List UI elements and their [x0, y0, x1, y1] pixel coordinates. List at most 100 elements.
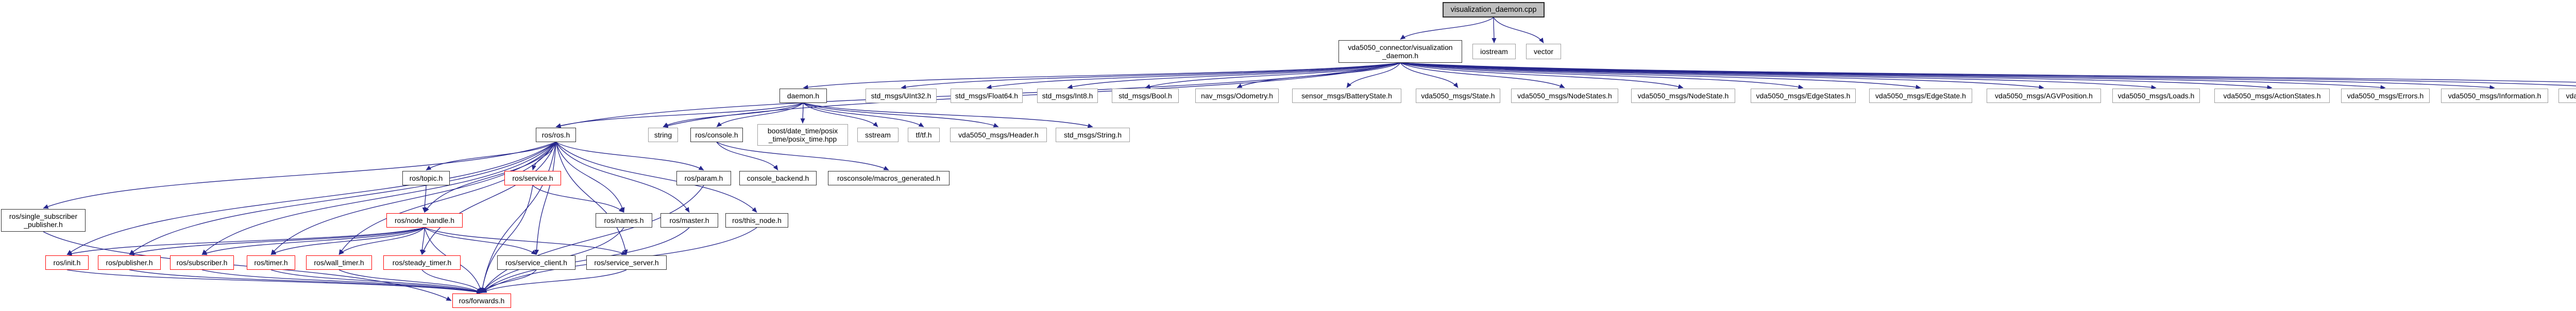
edge-service-to-forwards: [480, 185, 533, 293]
graph-node-subscriber[interactable]: ros/subscriber.h: [170, 255, 234, 270]
edge-viz_h-to-loads: [1400, 62, 2157, 90]
edge-ros_h-to-param: [555, 142, 704, 171]
edge-viz_h-to-uint32: [901, 62, 1401, 90]
edge-daemon_h-to-string_msg: [803, 102, 1093, 128]
edge-daemon_h-to-console_h: [716, 102, 804, 127]
graph-node-string-msg[interactable]: std_msgs/String.h: [1056, 128, 1130, 142]
graph-node-vector[interactable]: vector: [1526, 44, 1561, 59]
graph-node-header-h[interactable]: vda5050_msgs/Header.h: [950, 128, 1047, 142]
edge-node_handle-to-wall_timer: [338, 227, 425, 255]
edge-viz_h-to-information: [1400, 62, 2495, 90]
edge-node_handle-to-subscriber: [201, 227, 425, 255]
edge-viz_h-to-agvposition: [1400, 62, 2044, 90]
edge-ros_h-to-single_sub: [43, 142, 556, 209]
graph-node-node-handle[interactable]: ros/node_handle.h: [386, 213, 463, 228]
graph-node-viz-h[interactable]: vda5050_connector/visualization _daemon.…: [1338, 40, 1462, 63]
graph-node-nodestate[interactable]: vda5050_msgs/NodeState.h: [1631, 89, 1735, 103]
edge-ros_h-to-timer: [270, 142, 556, 255]
edge-node_handle-to-publisher: [129, 227, 425, 256]
graph-node-loads[interactable]: vda5050_msgs/Loads.h: [2112, 89, 2200, 103]
graph-node-service[interactable]: ros/service.h: [504, 171, 561, 185]
edge-viz_h-to-errors: [1400, 62, 2386, 90]
graph-node-console-backend[interactable]: console_backend.h: [739, 171, 817, 185]
graph-node-service-server[interactable]: ros/service_server.h: [586, 255, 667, 270]
graph-node-iostream[interactable]: iostream: [1472, 44, 1516, 59]
edge-viz_h-to-float64: [986, 62, 1401, 90]
graph-node-string[interactable]: string: [648, 128, 678, 142]
graph-node-state[interactable]: vda5050_msgs/State.h: [1416, 89, 1500, 103]
graph-node-information[interactable]: vda5050_msgs/Information.h: [2441, 89, 2548, 103]
edge-service-to-names: [532, 185, 624, 213]
graph-node-macros-gen[interactable]: rosconsole/macros_generated.h: [828, 171, 950, 185]
edge-master-to-forwards: [481, 227, 690, 293]
graph-node-edgestates[interactable]: vda5050_msgs/EdgeStates.h: [1751, 89, 1856, 103]
graph-node-steady-timer[interactable]: ros/steady_timer.h: [383, 255, 461, 270]
graph-node-float64[interactable]: std_msgs/Float64.h: [951, 89, 1023, 103]
edge-timer-to-forwards: [270, 269, 482, 293]
edge-subscriber-to-forwards: [201, 269, 482, 294]
edge-publisher-to-forwards: [129, 269, 482, 295]
edge-ros_h-to-names: [555, 142, 625, 213]
edge-node_handle-to-service_server: [424, 227, 627, 255]
graph-node-viz-cpp: visualization_daemon.cpp: [1443, 2, 1545, 18]
edge-viz_h-to-edgestates: [1400, 62, 1804, 90]
graph-node-forwards[interactable]: ros/forwards.h: [452, 293, 511, 308]
edge-viz_h-to-visualization: [1400, 62, 2576, 83]
graph-node-single-sub[interactable]: ros/single_subscriber _publisher.h: [1, 209, 86, 232]
graph-node-actionstates[interactable]: vda5050_msgs/ActionStates.h: [2214, 89, 2330, 103]
edge-node_handle-to-steady_timer: [419, 227, 425, 255]
graph-node-nodestates[interactable]: vda5050_msgs/NodeStates.h: [1511, 89, 1618, 103]
edge-ros_h-to-wall_timer: [338, 142, 556, 255]
edge-ros_h-to-service_server: [555, 142, 628, 255]
edge-viz_h-to-int8: [1067, 62, 1401, 89]
edge-daemon_h-to-sstream: [803, 102, 878, 127]
graph-node-topic[interactable]: ros/topic.h: [402, 171, 450, 185]
graph-node-int8[interactable]: std_msgs/Int8.h: [1037, 89, 1098, 103]
edge-viz_h-to-nodestates: [1400, 62, 1565, 89]
edge-viz_cpp-to-viz_h: [1400, 17, 1494, 40]
graph-node-daemon-h[interactable]: daemon.h: [779, 89, 827, 103]
graph-node-this-node[interactable]: ros/this_node.h: [725, 213, 788, 228]
edge-ros_h-to-forwards: [480, 142, 556, 293]
edge-daemon_h-to-header_h: [803, 102, 999, 128]
graph-node-errors[interactable]: vda5050_msgs/Errors.h: [2341, 89, 2430, 103]
graph-node-master[interactable]: ros/master.h: [660, 213, 718, 228]
edge-viz_h-to-actionstates: [1400, 62, 2273, 90]
graph-node-service-client[interactable]: ros/service_client.h: [497, 255, 575, 270]
edge-ros_h-to-node_handle: [424, 142, 556, 213]
graph-node-init[interactable]: ros/init.h: [45, 255, 89, 270]
edge-viz_cpp-to-vector: [1493, 17, 1544, 43]
edge-ros_h-to-subscriber: [201, 142, 556, 255]
edge-viz_h-to-nodestate: [1400, 62, 1684, 89]
edge-ros_h-to-topic: [426, 142, 556, 171]
edge-service_server-to-forwards: [481, 269, 627, 293]
graph-node-publisher[interactable]: ros/publisher.h: [98, 255, 161, 270]
graph-node-wall-timer[interactable]: ros/wall_timer.h: [306, 255, 372, 270]
edge-daemon_h-to-string: [663, 102, 804, 128]
graph-node-boost[interactable]: boost/date_time/posix _time/posix_time.h…: [757, 124, 848, 146]
edge-ros_h-to-steady_timer: [421, 142, 556, 255]
edge-node_handle-to-timer: [270, 227, 425, 255]
graph-node-tf[interactable]: tf/tf.h: [908, 128, 940, 142]
graph-node-sstream[interactable]: sstream: [857, 128, 899, 142]
graph-node-battery[interactable]: sensor_msgs/BatteryState.h: [1292, 89, 1401, 103]
graph-node-names[interactable]: ros/names.h: [596, 213, 652, 228]
graph-node-console-h[interactable]: ros/console.h: [690, 128, 743, 142]
edge-ros_h-to-init: [66, 142, 556, 255]
graph-node-ros-h[interactable]: ros/ros.h: [536, 128, 576, 142]
graph-node-odometry[interactable]: nav_msgs/Odometry.h: [1195, 89, 1279, 103]
edge-console_h-to-macros_gen: [716, 142, 889, 171]
graph-node-param[interactable]: ros/param.h: [676, 171, 731, 185]
graph-node-uint32[interactable]: std_msgs/UInt32.h: [866, 89, 937, 103]
graph-node-edgestate[interactable]: vda5050_msgs/EdgeState.h: [1869, 89, 1972, 103]
edge-daemon_h-to-tf: [803, 102, 924, 128]
edge-wall_timer-to-forwards: [338, 269, 482, 293]
edge-steady_timer-to-forwards: [421, 269, 482, 293]
graph-node-timer[interactable]: ros/timer.h: [247, 255, 295, 270]
graph-node-safetystate[interactable]: vda5050_msgs/SafetyState.h: [2558, 89, 2576, 103]
edge-node_handle-to-init: [66, 227, 425, 256]
edge-init-to-forwards: [66, 269, 482, 295]
graph-node-bool[interactable]: std_msgs/Bool.h: [1112, 89, 1179, 103]
graph-node-agvposition[interactable]: vda5050_msgs/AGVPosition.h: [1987, 89, 2101, 103]
